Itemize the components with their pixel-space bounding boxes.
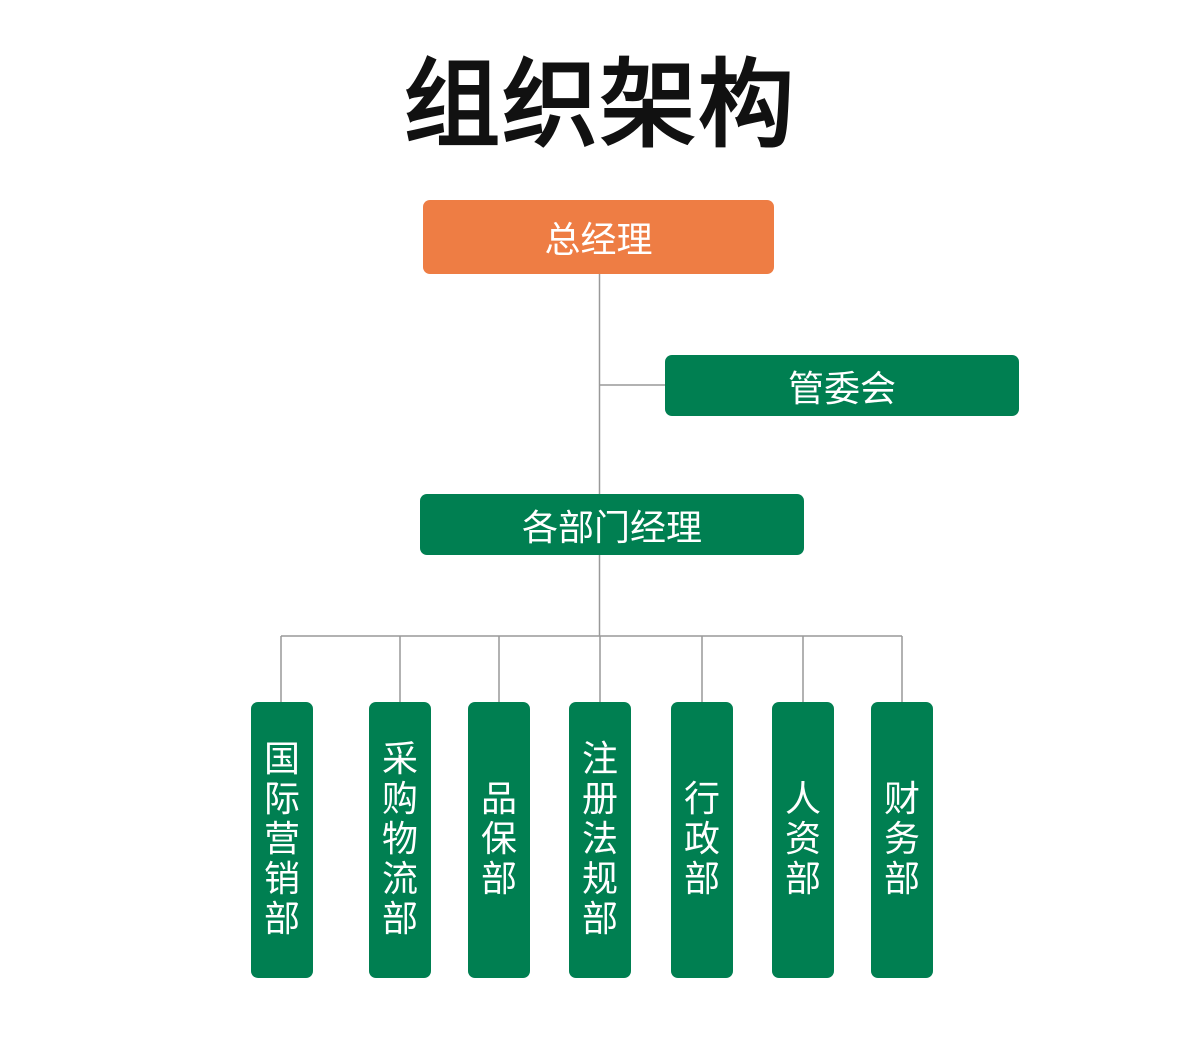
department-box-international-marketing: 国际营销部 xyxy=(251,702,313,978)
department-label: 品保部 xyxy=(480,779,517,900)
department-label: 行政部 xyxy=(683,779,720,900)
department-managers-label: 各部门经理 xyxy=(521,507,702,549)
general-manager-label: 总经理 xyxy=(544,220,653,261)
department-label: 国际营销部 xyxy=(263,739,300,940)
department-box-finance: 财务部 xyxy=(871,702,933,978)
department-box-procurement-logistics: 采购物流部 xyxy=(369,702,431,978)
department-box-registration-regulatory: 注册法规部 xyxy=(569,702,631,978)
page-title: 组织架构 xyxy=(404,49,796,161)
department-label: 人资部 xyxy=(784,779,821,900)
management-committee-box: 管委会 xyxy=(665,355,1019,416)
department-box-quality-assurance: 品保部 xyxy=(468,702,530,978)
department-box-administration: 行政部 xyxy=(671,702,733,978)
department-label: 财务部 xyxy=(883,779,920,900)
management-committee-label: 管委会 xyxy=(787,368,896,410)
department-label: 采购物流部 xyxy=(381,739,418,940)
general-manager-box: 总经理 xyxy=(423,200,774,274)
department-managers-box: 各部门经理 xyxy=(420,494,804,555)
department-label: 注册法规部 xyxy=(581,739,618,940)
department-box-human-resources: 人资部 xyxy=(772,702,834,978)
